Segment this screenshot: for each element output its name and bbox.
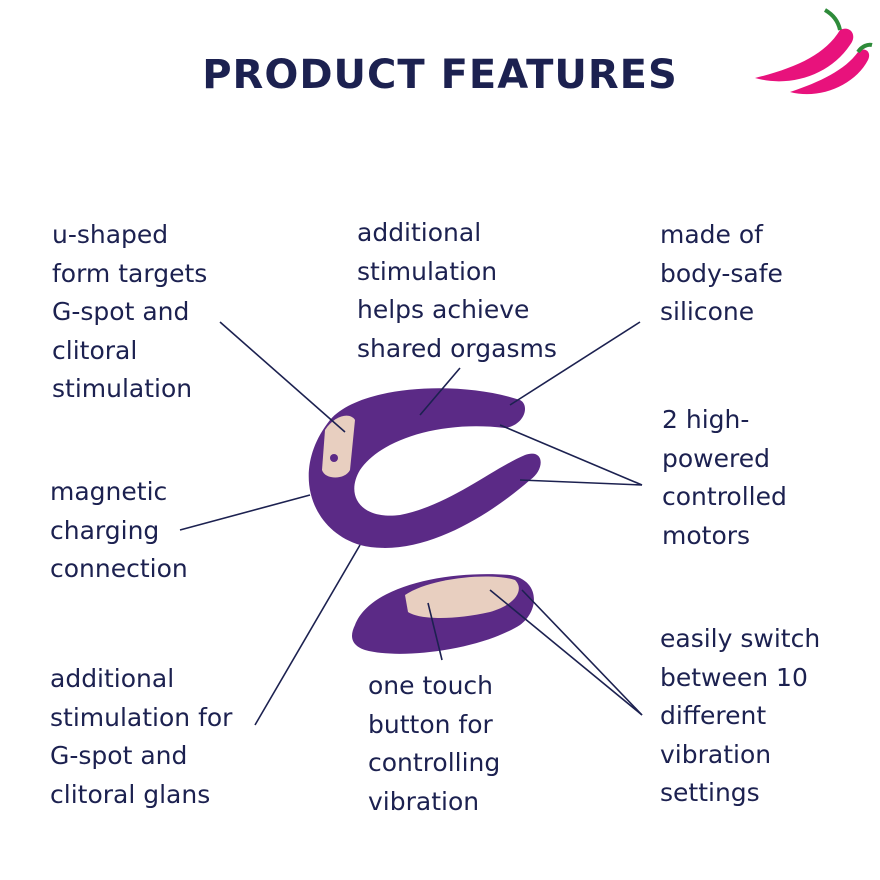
feature-line: clitoral glans	[50, 779, 211, 809]
feature-line: one touch	[368, 671, 493, 700]
feature-line: additional	[50, 664, 175, 693]
chili-pepper-icon	[755, 8, 873, 95]
feature-line: made of	[660, 220, 763, 249]
feature-u-shape: u-shaped form targets G-spot and clitora…	[52, 216, 207, 409]
feature-line: stimulation for	[50, 702, 233, 732]
feature-line: magnetic	[50, 477, 168, 506]
feature-line: 2 high-	[662, 405, 750, 434]
feature-line: settings	[660, 778, 760, 807]
feature-line: clitoral	[52, 335, 138, 365]
feature-line: G-spot and	[50, 741, 188, 770]
feature-line: additional	[357, 218, 482, 247]
feature-line: different	[660, 701, 767, 730]
feature-line: helps achieve	[357, 295, 530, 324]
feature-shared: additional stimulation helps achieve sha…	[357, 214, 557, 368]
feature-line: controlling	[368, 748, 501, 777]
feature-line: stimulation	[357, 256, 498, 286]
feature-line: motors	[662, 520, 751, 550]
feature-line: connection	[50, 554, 188, 583]
feature-charging: magnetic charging connection	[50, 473, 188, 589]
feature-line: form targets	[52, 258, 208, 288]
page-title: PRODUCT FEATURES	[202, 52, 678, 98]
feature-line: easily switch	[660, 624, 821, 653]
feature-silicone: made of body-safe silicone	[660, 216, 783, 332]
feature-line: powered	[662, 443, 770, 473]
feature-line: body-safe	[660, 258, 783, 288]
feature-line: controlled	[662, 482, 787, 511]
feature-line: stimulation	[52, 374, 193, 403]
feature-line: shared orgasms	[357, 333, 557, 363]
feature-line: u-shaped	[52, 220, 169, 249]
feature-line: between 10	[660, 662, 808, 692]
feature-settings: easily switch between 10 different vibra…	[660, 620, 820, 813]
remote-control	[352, 574, 534, 654]
feature-motors: 2 high- powered controlled motors	[662, 401, 787, 555]
feature-line: vibration	[368, 786, 480, 816]
feature-line: silicone	[660, 297, 755, 326]
feature-line: charging	[50, 515, 160, 545]
callout-lines	[179, 321, 643, 726]
feature-line: vibration	[660, 739, 772, 769]
feature-button: one touch button for controlling vibrati…	[368, 667, 500, 821]
feature-line: button for	[368, 709, 493, 739]
vibrator-product	[308, 388, 541, 548]
feature-line: G-spot and	[52, 297, 190, 326]
feature-gspot: additional stimulation for G-spot and cl…	[50, 660, 232, 814]
